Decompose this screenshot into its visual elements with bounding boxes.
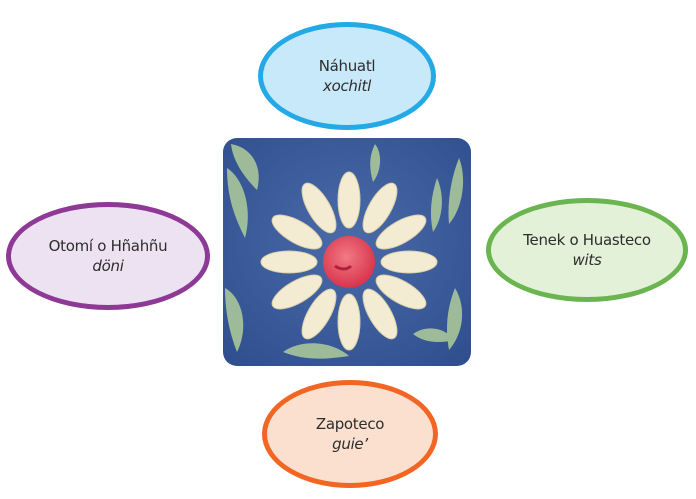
nahuatl-bubble: Náhuatl xochitl: [258, 22, 436, 130]
flower-painting: [223, 138, 471, 366]
otomi-bubble: Otomí o Hñahñu döni: [6, 202, 210, 310]
nahuatl-language-label: Náhuatl: [318, 57, 376, 75]
nahuatl-word: xochitl: [323, 77, 371, 95]
zapoteco-word: guie’: [332, 435, 368, 453]
otomi-word: döni: [92, 257, 124, 275]
tenek-word: wits: [572, 251, 602, 269]
otomi-language-label: Otomí o Hñahñu: [48, 237, 168, 255]
zapoteco-bubble: Zapoteco guie’: [262, 380, 438, 488]
tenek-bubble: Tenek o Huasteco wits: [486, 198, 688, 302]
tenek-language-label: Tenek o Huasteco: [523, 231, 651, 249]
flower-icon: [223, 138, 471, 366]
zapoteco-language-label: Zapoteco: [315, 415, 385, 433]
